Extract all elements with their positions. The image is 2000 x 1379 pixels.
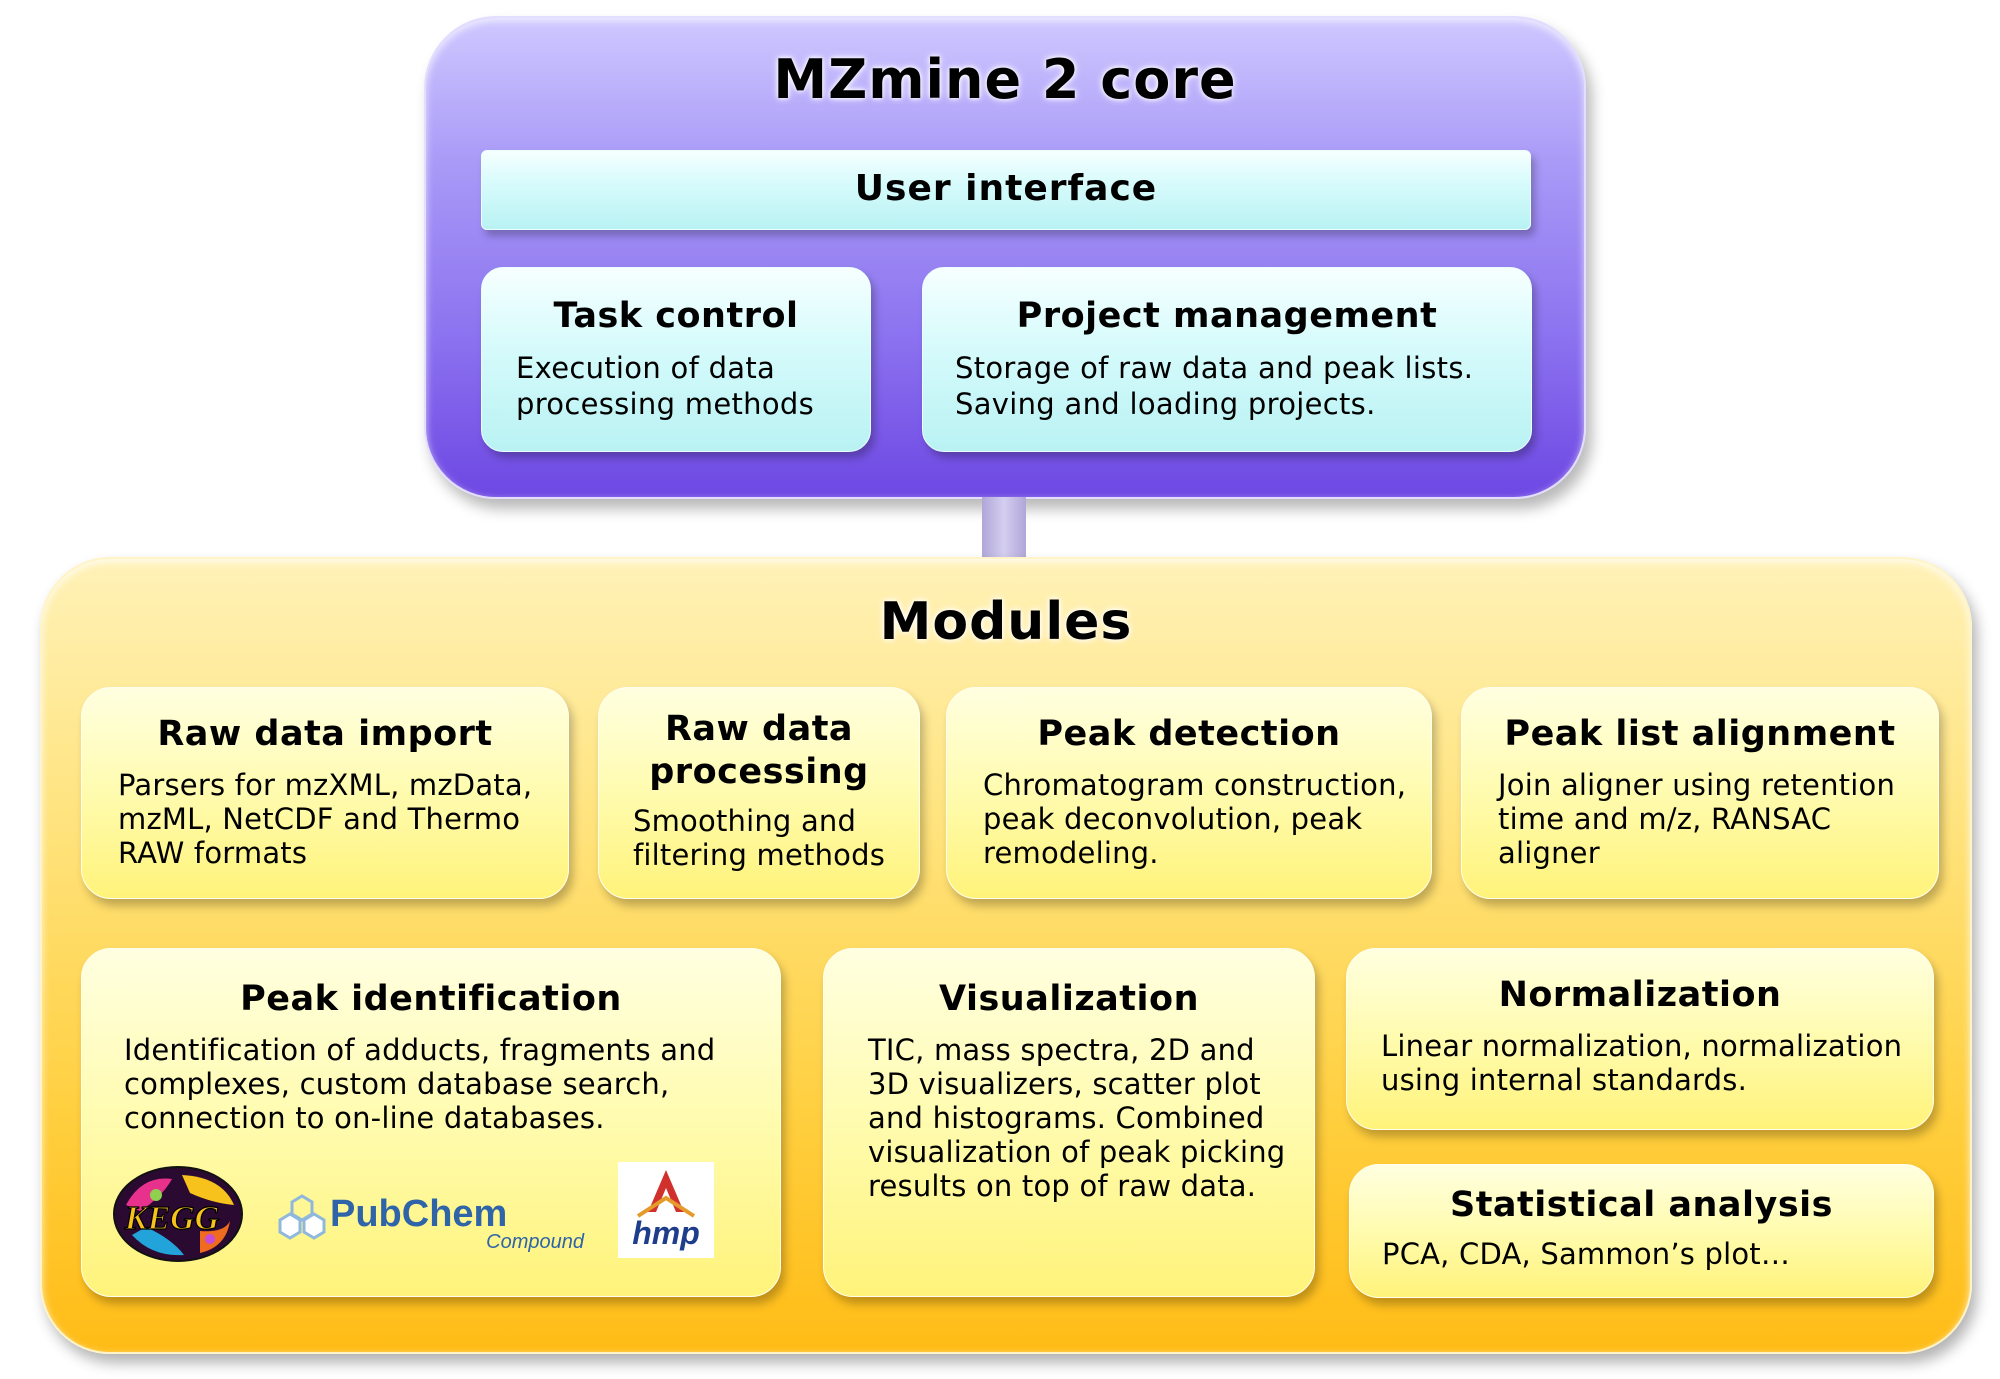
- statistical-analysis-line: PCA, CDA, Sammon’s plot…: [1382, 1237, 1791, 1271]
- hmp-logo: hmp: [618, 1162, 714, 1258]
- peak-detection-line: Chromatogram construction,: [983, 768, 1407, 802]
- peak-list-alignment-box: Peak list alignment Join aligner using r…: [1461, 687, 1939, 899]
- peak-list-alignment-line: aligner: [1498, 836, 1600, 870]
- raw-data-import-line: Parsers for mzXML, mzData,: [118, 768, 533, 802]
- peak-list-alignment-line: Join aligner using retention: [1498, 768, 1896, 802]
- peak-detection-box: Peak detection Chromatogram construction…: [946, 687, 1432, 899]
- task-control-line: Execution of data: [516, 351, 776, 385]
- peak-detection-line: peak deconvolution, peak: [983, 802, 1363, 836]
- user-interface-label: User interface: [854, 168, 1158, 209]
- peak-detection-line: remodeling.: [983, 836, 1159, 870]
- raw-data-import-title: Raw data import: [157, 714, 493, 754]
- pubchem-logo: PubChem Compound: [278, 1193, 585, 1252]
- task-control-box: Task control Execution of data processin…: [481, 267, 871, 452]
- peak-identification-title: Peak identification: [240, 979, 622, 1019]
- pubchem-logo-sub: Compound: [486, 1231, 585, 1252]
- visualization-line: visualization of peak picking: [868, 1135, 1286, 1169]
- statistical-analysis-title: Statistical analysis: [1449, 1185, 1834, 1225]
- peak-identification-line: connection to on-line databases.: [124, 1101, 605, 1135]
- peak-detection-title: Peak detection: [1037, 714, 1341, 754]
- project-management-line: Storage of raw data and peak lists.: [955, 351, 1474, 385]
- visualization-line: TIC, mass spectra, 2D and: [868, 1033, 1255, 1067]
- modules-title: Modules: [879, 592, 1133, 652]
- visualization-box: Visualization TIC, mass spectra, 2D and …: [823, 948, 1315, 1297]
- kegg-logo: KEGG: [113, 1166, 243, 1262]
- normalization-title: Normalization: [1498, 975, 1782, 1015]
- normalization-line: Linear normalization, normalization: [1381, 1029, 1903, 1063]
- user-interface-box: [481, 150, 1531, 230]
- raw-data-processing-line: Smoothing and: [633, 804, 857, 838]
- raw-data-processing-title: Raw data: [664, 709, 854, 749]
- peak-list-alignment-title: Peak list alignment: [1504, 714, 1896, 754]
- visualization-title: Visualization: [938, 979, 1199, 1019]
- pubchem-logo-name: PubChem: [330, 1193, 507, 1235]
- visualization-line: results on top of raw data.: [868, 1169, 1257, 1203]
- task-control-line: processing methods: [516, 387, 815, 421]
- task-control-title: Task control: [553, 296, 799, 336]
- raw-data-processing-title: processing: [649, 752, 869, 792]
- raw-data-import-line: mzML, NetCDF and Thermo: [118, 802, 521, 836]
- core-title: MZmine 2 core: [773, 48, 1237, 111]
- raw-data-processing-line: filtering methods: [633, 838, 886, 872]
- hmp-logo-text: hmp: [632, 1215, 700, 1251]
- peak-identification-line: complexes, custom database search,: [124, 1067, 670, 1101]
- core-modules-connector: [982, 497, 1026, 567]
- raw-data-processing-box: Raw data processing Smoothing and filter…: [598, 687, 920, 899]
- peak-list-alignment-line: time and m/z, RANSAC: [1498, 802, 1832, 836]
- project-management-title: Project management: [1016, 296, 1438, 336]
- visualization-line: and histograms. Combined: [868, 1101, 1265, 1135]
- project-management-box: Project management Storage of raw data a…: [922, 267, 1532, 452]
- raw-data-import-line: RAW formats: [118, 836, 308, 870]
- raw-data-import-box: Raw data import Parsers for mzXML, mzDat…: [81, 687, 569, 899]
- visualization-line: 3D visualizers, scatter plot: [868, 1067, 1261, 1101]
- normalization-box: Normalization Linear normalization, norm…: [1346, 948, 1934, 1130]
- peak-identification-line: Identification of adducts, fragments and: [124, 1033, 716, 1067]
- normalization-line: using internal standards.: [1381, 1063, 1747, 1097]
- kegg-logo-text: KEGG: [124, 1200, 220, 1237]
- project-management-line: Saving and loading projects.: [955, 387, 1376, 421]
- statistical-analysis-box: Statistical analysis PCA, CDA, Sammon’s …: [1349, 1164, 1934, 1298]
